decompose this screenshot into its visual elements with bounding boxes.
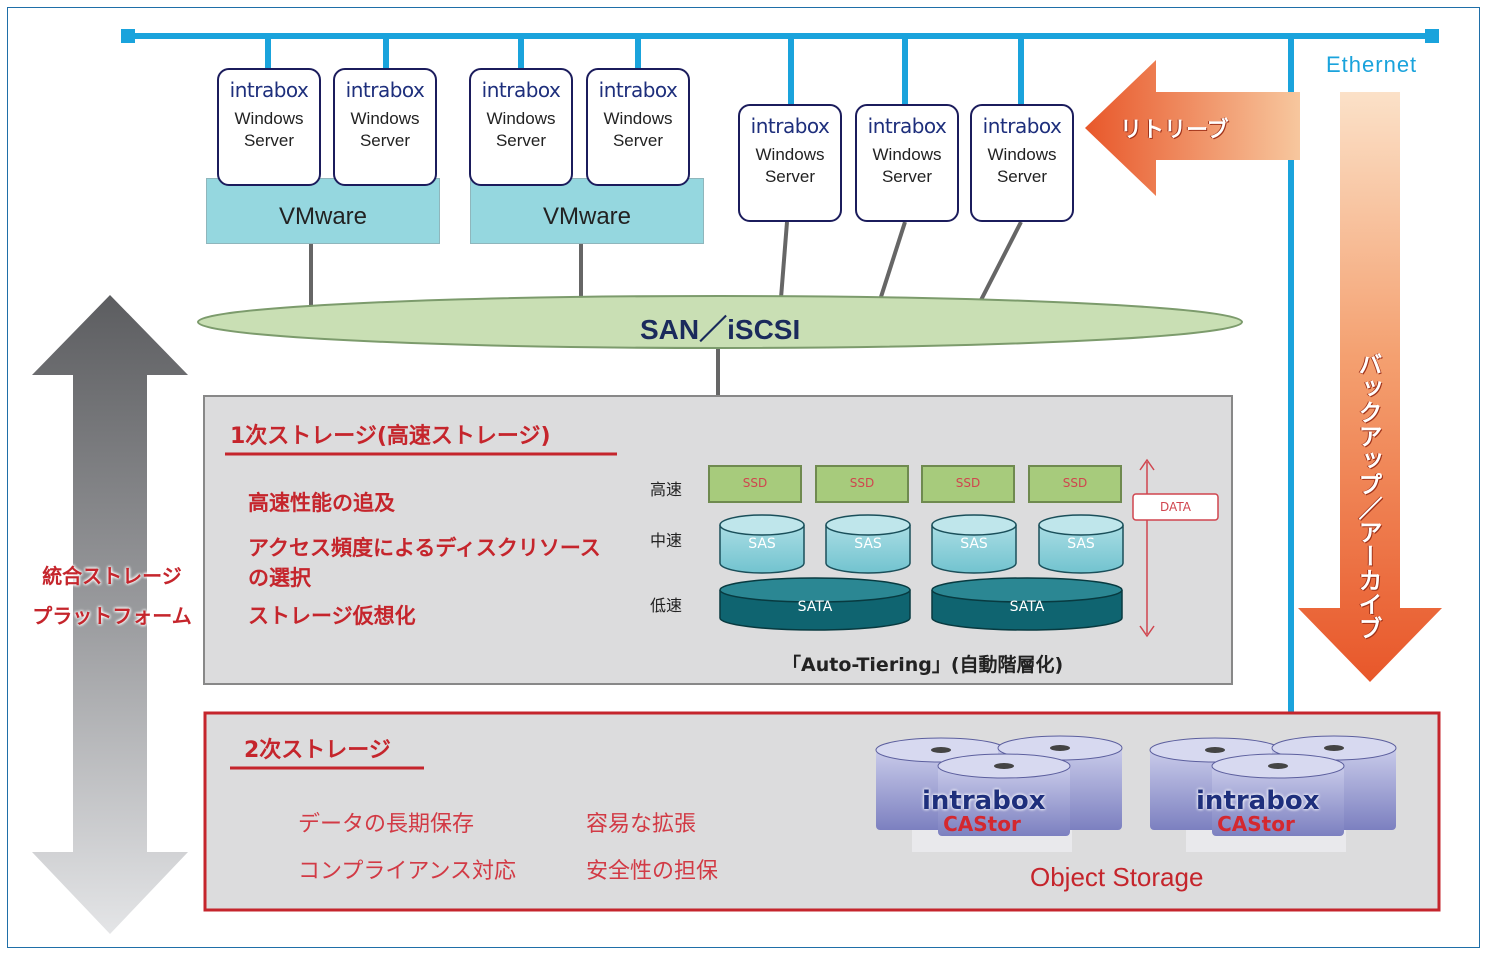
ssd-label-3: SSD (955, 476, 981, 490)
intrabox-logo: intrabox (867, 114, 947, 138)
ssd-label-1: SSD (742, 476, 768, 490)
retrieve-arrow (1085, 60, 1300, 196)
data-label-box (1132, 493, 1219, 521)
primary-feature-2: アクセス頻度によるディスクリソース (248, 536, 601, 560)
san-ellipse (197, 295, 1243, 349)
san-label: SAN／iSCSI (640, 314, 801, 345)
castor-logo-1: intrabox CAStor (922, 786, 1046, 836)
intrabox-logo: intrabox (750, 114, 830, 138)
sata-row (719, 577, 1123, 631)
ssd-label-4: SSD (1062, 476, 1088, 490)
primary-feature-1: 高速性能の追及 (248, 491, 395, 515)
secondary-storage-title: 2次ストレージ (244, 738, 391, 763)
sas-label-1: SAS (748, 536, 776, 552)
ethernet-label: Ethernet (1326, 52, 1418, 77)
castor-stack-2 (1149, 735, 1397, 852)
platform-label: 統合ストレージプラットフォーム (32, 564, 192, 628)
data-tier-arrow (1139, 458, 1155, 638)
sas-row (719, 514, 1124, 574)
platform-arrow (32, 295, 188, 934)
sata-label-1: SATA (797, 599, 833, 615)
san-connectors (309, 221, 1023, 396)
intrabox-logo: intrabox (229, 78, 309, 102)
intrabox-logo: intrabox (982, 114, 1062, 138)
backup-label: バックアップ／アーカイブ (1354, 352, 1382, 640)
intrabox-logo: intrabox (345, 78, 425, 102)
secondary-feature-1: データの長期保存 (298, 812, 475, 837)
retrieve-label: リトリーブ (1120, 118, 1229, 143)
secondary-feature-2: 容易な拡張 (586, 812, 697, 837)
primary-feature-3: ストレージ仮想化 (248, 604, 416, 628)
sas-label-2: SAS (854, 536, 882, 552)
tier-slow-label: 低速 (650, 596, 683, 615)
intrabox-logo: intrabox (598, 78, 678, 102)
vmware-box-1: VMware (206, 178, 440, 244)
primary-storage-title: 1次ストレージ(高速ストレージ) (230, 424, 551, 449)
tier-fast-label: 高速 (650, 480, 683, 499)
data-label: DATA (1160, 500, 1191, 514)
sas-label-3: SAS (960, 536, 988, 552)
intrabox-logo: intrabox (481, 78, 561, 102)
sas-label-4: SAS (1067, 536, 1095, 552)
ethernet-bus (121, 29, 1439, 712)
auto-tiering-caption: 「Auto-Tiering」(自動階層化) (782, 654, 1064, 676)
ssd-label-2: SSD (849, 476, 875, 490)
sata-label-2: SATA (1009, 599, 1045, 615)
castor-logo-2: intrabox CAStor (1196, 786, 1320, 836)
primary-feature-2b: の選択 (248, 566, 311, 590)
vmware-box-2: VMware (470, 178, 704, 244)
secondary-feature-4: 安全性の担保 (586, 859, 719, 884)
secondary-feature-3: コンプライアンス対応 (298, 859, 517, 884)
castor-stack-1 (875, 735, 1123, 852)
tier-mid-label: 中速 (650, 531, 683, 550)
object-storage-label: Object Storage (1030, 862, 1204, 892)
ssd-row (708, 465, 1122, 503)
backup-arrow (1298, 92, 1442, 682)
